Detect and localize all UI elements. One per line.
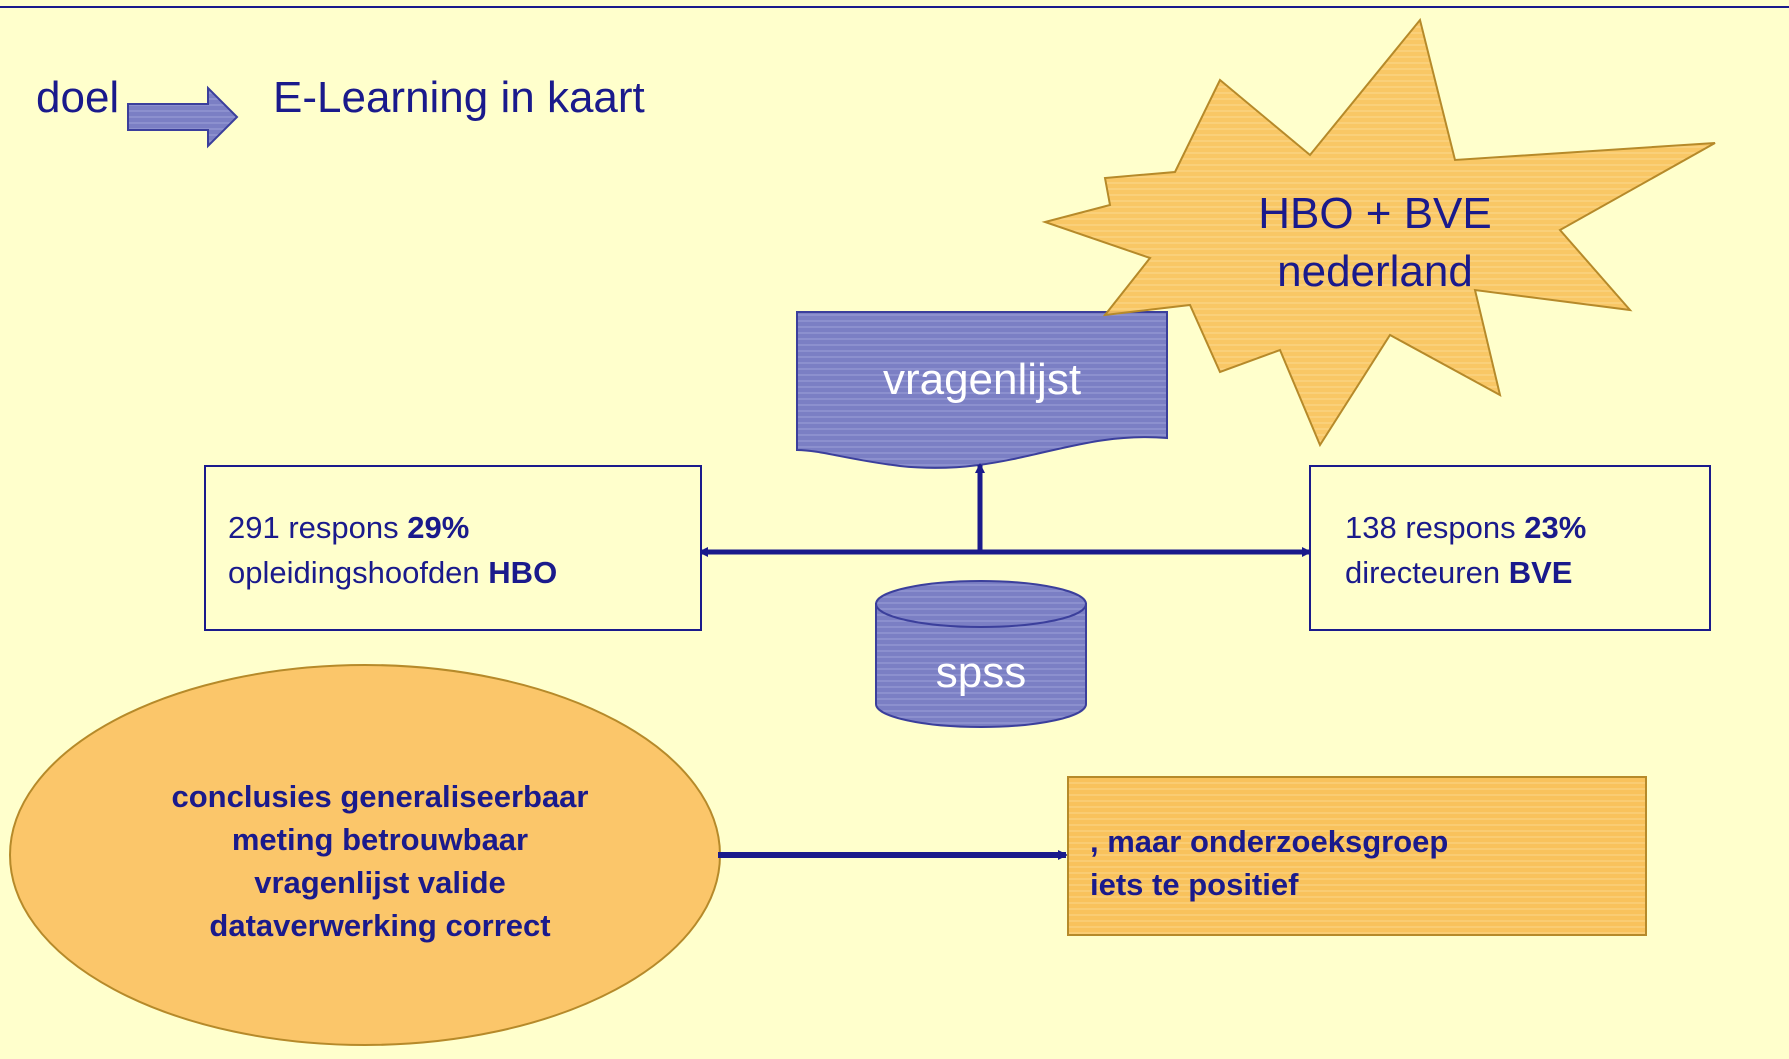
right-box-line-1: 138 respons 23% (1345, 505, 1586, 550)
starburst-line-1: HBO + BVE (1258, 189, 1492, 238)
right-box-line-2: directeuren BVE (1345, 550, 1586, 595)
right-box-count: 138 respons (1345, 510, 1516, 545)
left-box-percentage: 29% (407, 510, 470, 545)
left-response-box (204, 465, 702, 631)
left-box-count: 291 respons (228, 510, 399, 545)
ellipse-line: meting betrouwbaar (231, 822, 529, 857)
left-box-text: 291 respons 29% opleidingshoofden HBO (228, 505, 557, 595)
database-cylinder (875, 580, 1087, 728)
ellipse-line: dataverwerking correct (209, 908, 551, 943)
right-box-sector: BVE (1508, 555, 1573, 590)
right-box-text: 138 respons 23% directeuren BVE (1345, 505, 1586, 595)
conclusion-line-2: iets te positief (1090, 867, 1299, 902)
starburst-shape (1041, 17, 1716, 448)
left-box-sector: HBO (488, 555, 558, 590)
left-box-line-2: opleidingshoofden HBO (228, 550, 557, 595)
right-box-percentage: 23% (1524, 510, 1587, 545)
conclusion-text: , maar onderzoeksgroep iets te positief (1090, 820, 1448, 906)
document-shape (796, 311, 1168, 469)
block-arrow-icon (127, 85, 239, 149)
right-box-group: directeuren (1345, 555, 1501, 590)
starburst-line-2: nederland (1277, 247, 1473, 296)
right-response-box (1309, 465, 1711, 631)
conclusion-line-1: , maar onderzoeksgroep (1090, 824, 1449, 859)
doel-label: doel (36, 73, 120, 122)
starburst-label: HBO + BVE nederland (1100, 185, 1650, 301)
left-box-group: opleidingshoofden (228, 555, 480, 590)
conclusion-box (1067, 776, 1647, 936)
ellipse-line: conclusies generaliseerbaar (171, 779, 589, 814)
goal-title: E-Learning in kaart (273, 73, 645, 122)
ellipse-text: conclusies generaliseerbaar meting betro… (40, 775, 720, 947)
left-box-line-1: 291 respons 29% (228, 505, 557, 550)
ellipse-line: vragenlijst valide (254, 865, 506, 900)
database-label: spss (935, 648, 1027, 697)
document-label: vragenlijst (882, 355, 1082, 404)
top-rule (0, 6, 1789, 8)
